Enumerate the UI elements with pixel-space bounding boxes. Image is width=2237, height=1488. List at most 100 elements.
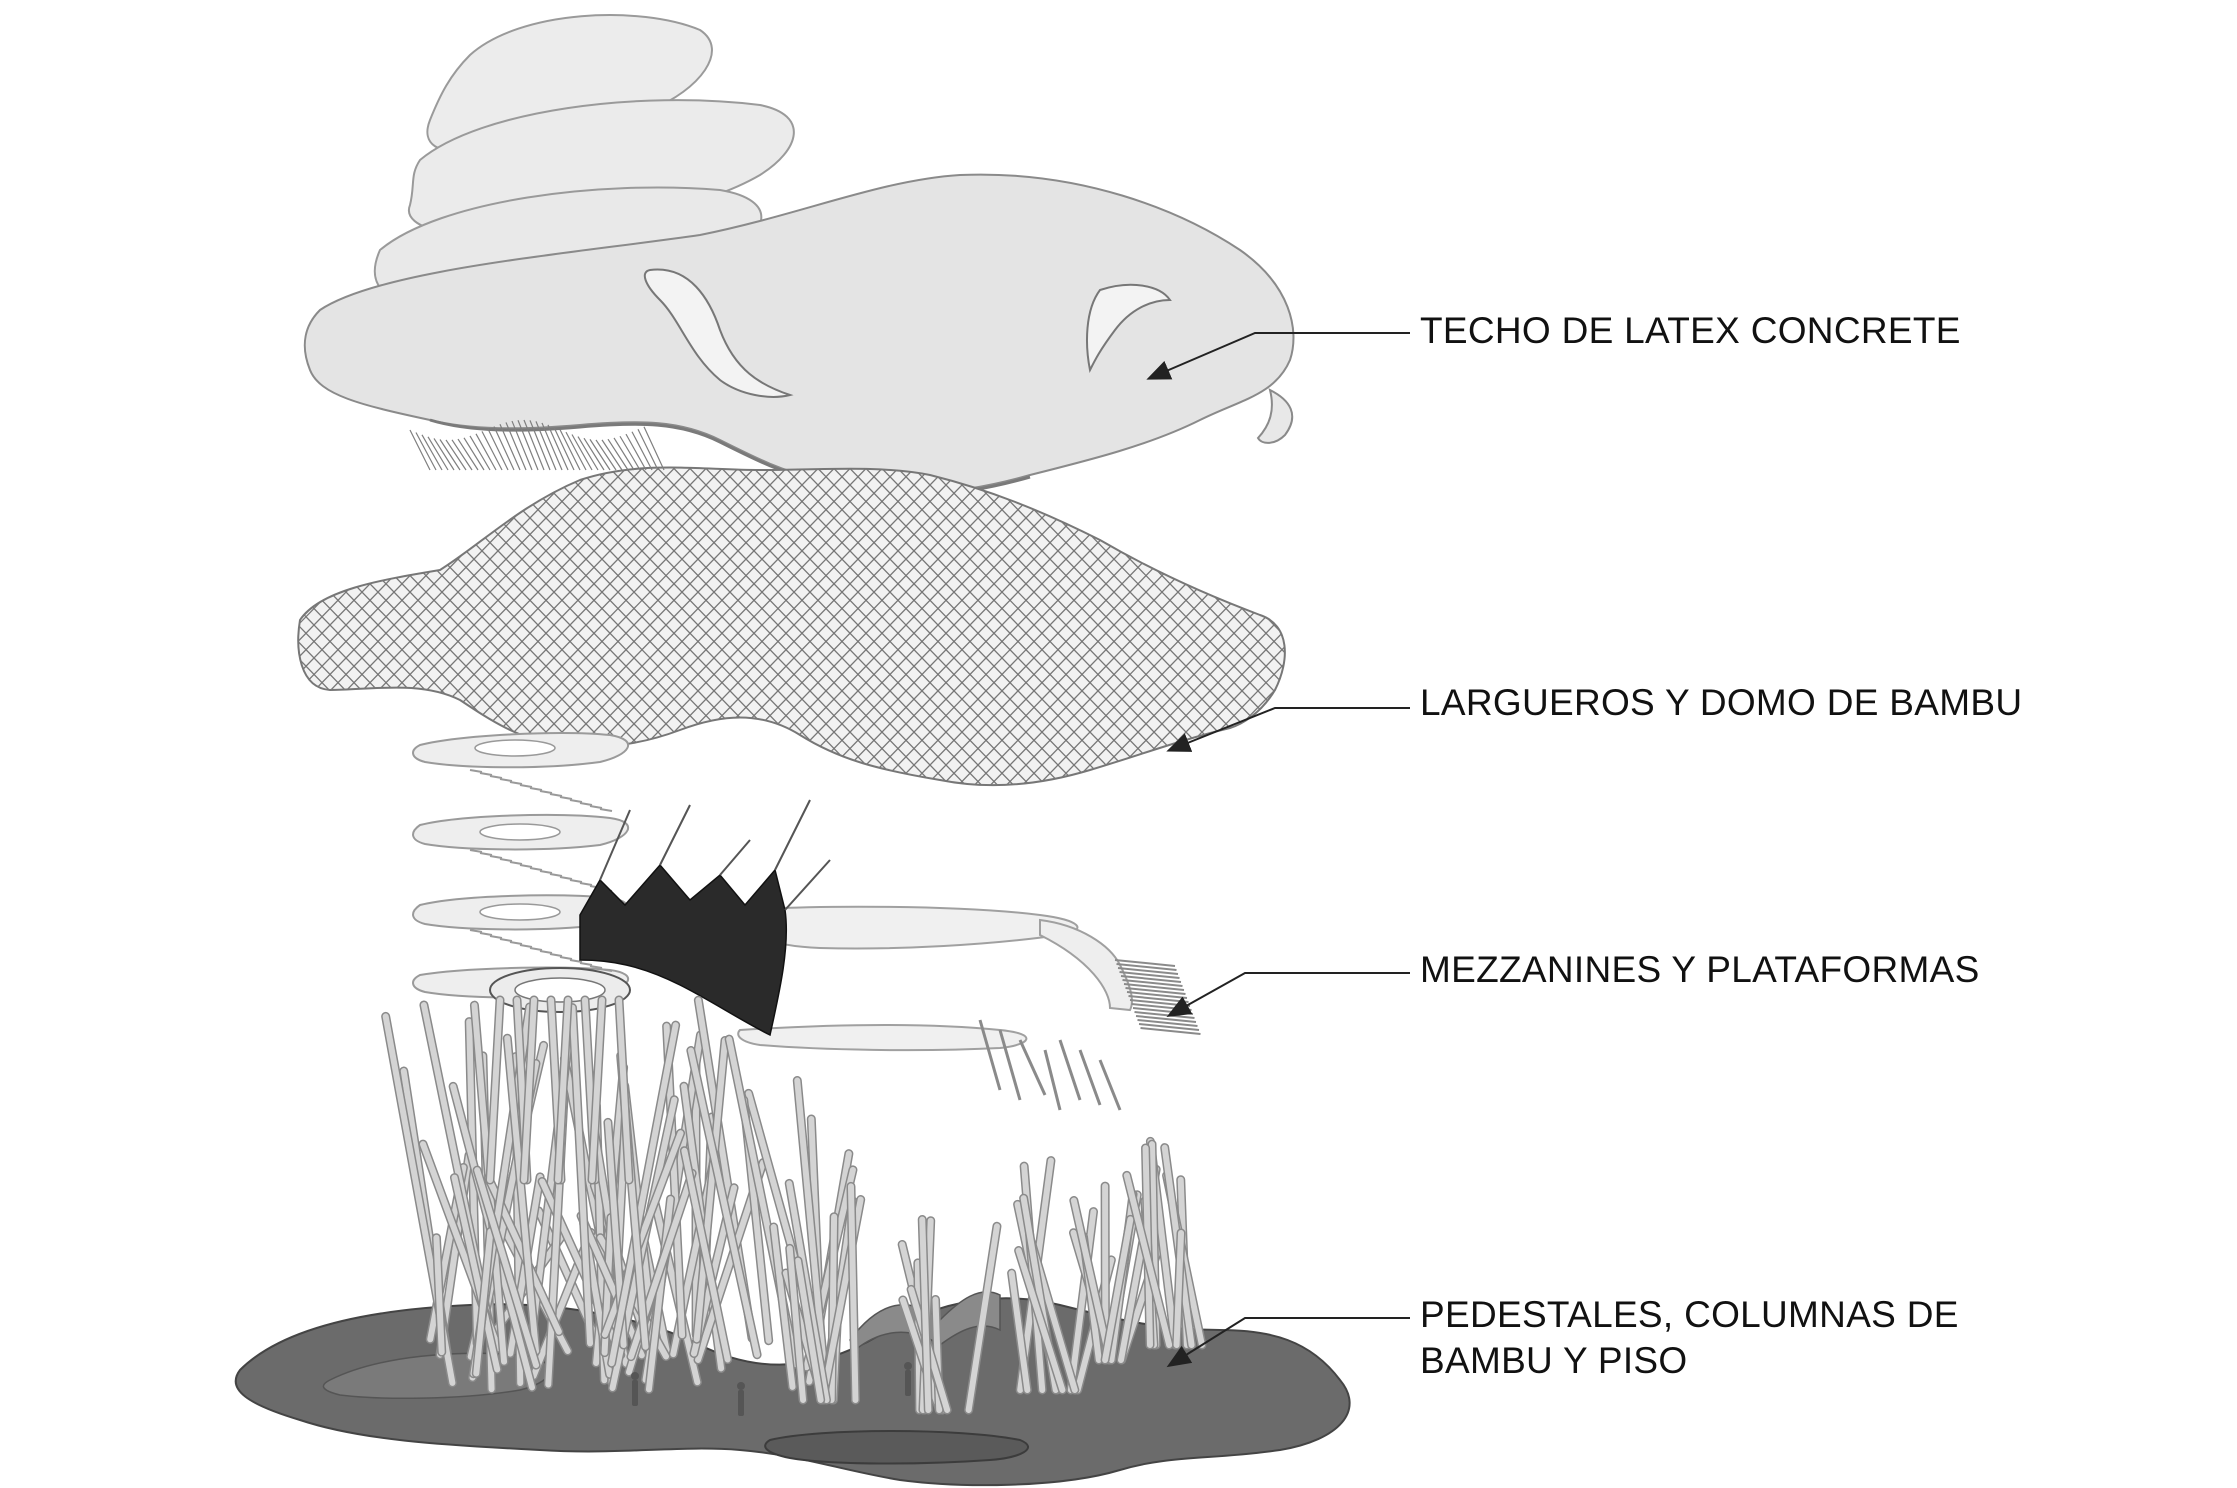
stair-tread [469, 849, 483, 853]
lattice-bar [0, 450, 100, 800]
bamboo-pole [786, 1180, 830, 1403]
bamboo-columns [381, 995, 1207, 1415]
support-strut [978, 1019, 1002, 1091]
bamboo-pole [794, 1257, 824, 1403]
underside-rib [577, 436, 599, 471]
lattice-bar [0, 450, 228, 800]
lattice-bar [0, 450, 196, 800]
lattice-bar [1392, 450, 1732, 800]
lattice-bar [1344, 450, 1684, 800]
underside-rib [637, 428, 659, 471]
bamboo-pole [1173, 1229, 1185, 1348]
bamboo-pole [794, 1077, 827, 1370]
lattice-bar [1440, 450, 1780, 800]
stair-tread [519, 944, 533, 948]
lattice-bar [298, 467, 341, 786]
leader-dome [1166, 707, 1410, 752]
spiral-stair-treads [469, 769, 613, 972]
bamboo-pole [616, 997, 632, 1183]
bamboo-pole [899, 1296, 943, 1413]
dome-outline [297, 466, 1286, 787]
stair-tread [579, 882, 593, 886]
lattice-bar [1536, 450, 1876, 800]
roof-underside-ribs [409, 419, 665, 471]
lattice-bar [1279, 467, 1285, 786]
stair-tread [579, 802, 593, 806]
stair-step [1116, 963, 1177, 971]
lattice-bar [1568, 450, 1908, 800]
stair-tread [559, 876, 573, 880]
stair-tread [599, 968, 613, 972]
lattice-bar [0, 450, 100, 800]
lattice-bar [0, 450, 116, 800]
lattice-bar [0, 450, 132, 800]
lattice-bar [1648, 450, 1988, 800]
lattice-bar [1392, 450, 1732, 800]
lattice-bar [1424, 450, 1764, 800]
stair-tread [539, 790, 553, 794]
stair-tread [559, 956, 573, 960]
underside-rib [595, 439, 617, 471]
lattice-bar [0, 450, 52, 800]
label-mezzanines: MEZZANINES Y PLATAFORMAS [1420, 949, 1980, 990]
underside-rib [589, 439, 611, 471]
stair-step [1123, 983, 1185, 991]
lattice-bar [1055, 467, 1285, 786]
lattice-bar [1087, 467, 1285, 786]
roof-main-shell [303, 173, 1295, 494]
lattice-bar [1007, 467, 1285, 786]
underside-rib [559, 429, 581, 471]
lattice-bar [1023, 467, 1285, 786]
leader-mezzanines [1166, 972, 1410, 1017]
stair-tread [529, 787, 543, 791]
underside-rib [499, 424, 521, 471]
underside-rib [601, 439, 623, 471]
lattice-bar [0, 450, 84, 800]
underside-rib [511, 420, 533, 471]
bamboo-pole [473, 1228, 494, 1377]
underside-rib [565, 431, 587, 471]
leader-roof [1146, 332, 1410, 380]
roof-layer [303, 14, 1295, 497]
lattice-bar [1231, 467, 1285, 786]
lattice-bar [0, 450, 292, 800]
lattice-bar [1376, 450, 1716, 800]
underside-rib [493, 426, 515, 471]
lattice-bar [1488, 450, 1828, 800]
stair-tread [509, 941, 523, 945]
lattice-bar [0, 450, 164, 800]
underside-rib [643, 426, 665, 471]
lattice-bar [1247, 467, 1285, 786]
mezzanine-column-supports [978, 1019, 1122, 1111]
stair-tread [469, 929, 483, 933]
membrane-masts [599, 799, 831, 911]
lattice-bar [1328, 450, 1668, 800]
lattice-bar [575, 467, 917, 786]
underside-rib [481, 431, 503, 471]
lattice-bar [1071, 467, 1285, 786]
stair-tread [559, 796, 573, 800]
leader-pedestals [1166, 1317, 1410, 1368]
stair-tread [479, 852, 493, 856]
mezzanine-void-1 [474, 739, 556, 757]
roof-drip [1256, 388, 1294, 444]
stair-tread [499, 858, 513, 862]
stair-tread [569, 959, 583, 963]
lattice-bar [1360, 450, 1700, 800]
stair-tread [489, 935, 503, 939]
bamboo-pole [687, 1047, 761, 1358]
stair-tread [479, 932, 493, 936]
lattice-bar [0, 450, 212, 800]
lattice-bar [0, 450, 164, 800]
lattice-bar [1616, 450, 1956, 800]
tower-inner-ring [514, 977, 606, 1003]
bamboo-pole [433, 1234, 445, 1356]
stair-tread [549, 953, 563, 957]
underside-rib [427, 436, 449, 471]
underside-rib [475, 433, 497, 471]
lattice-bar [1648, 450, 1988, 800]
stair-tread [479, 772, 493, 776]
lattice-bar [1424, 450, 1764, 800]
underside-rib [625, 433, 647, 471]
bamboo-pole [569, 1004, 594, 1347]
